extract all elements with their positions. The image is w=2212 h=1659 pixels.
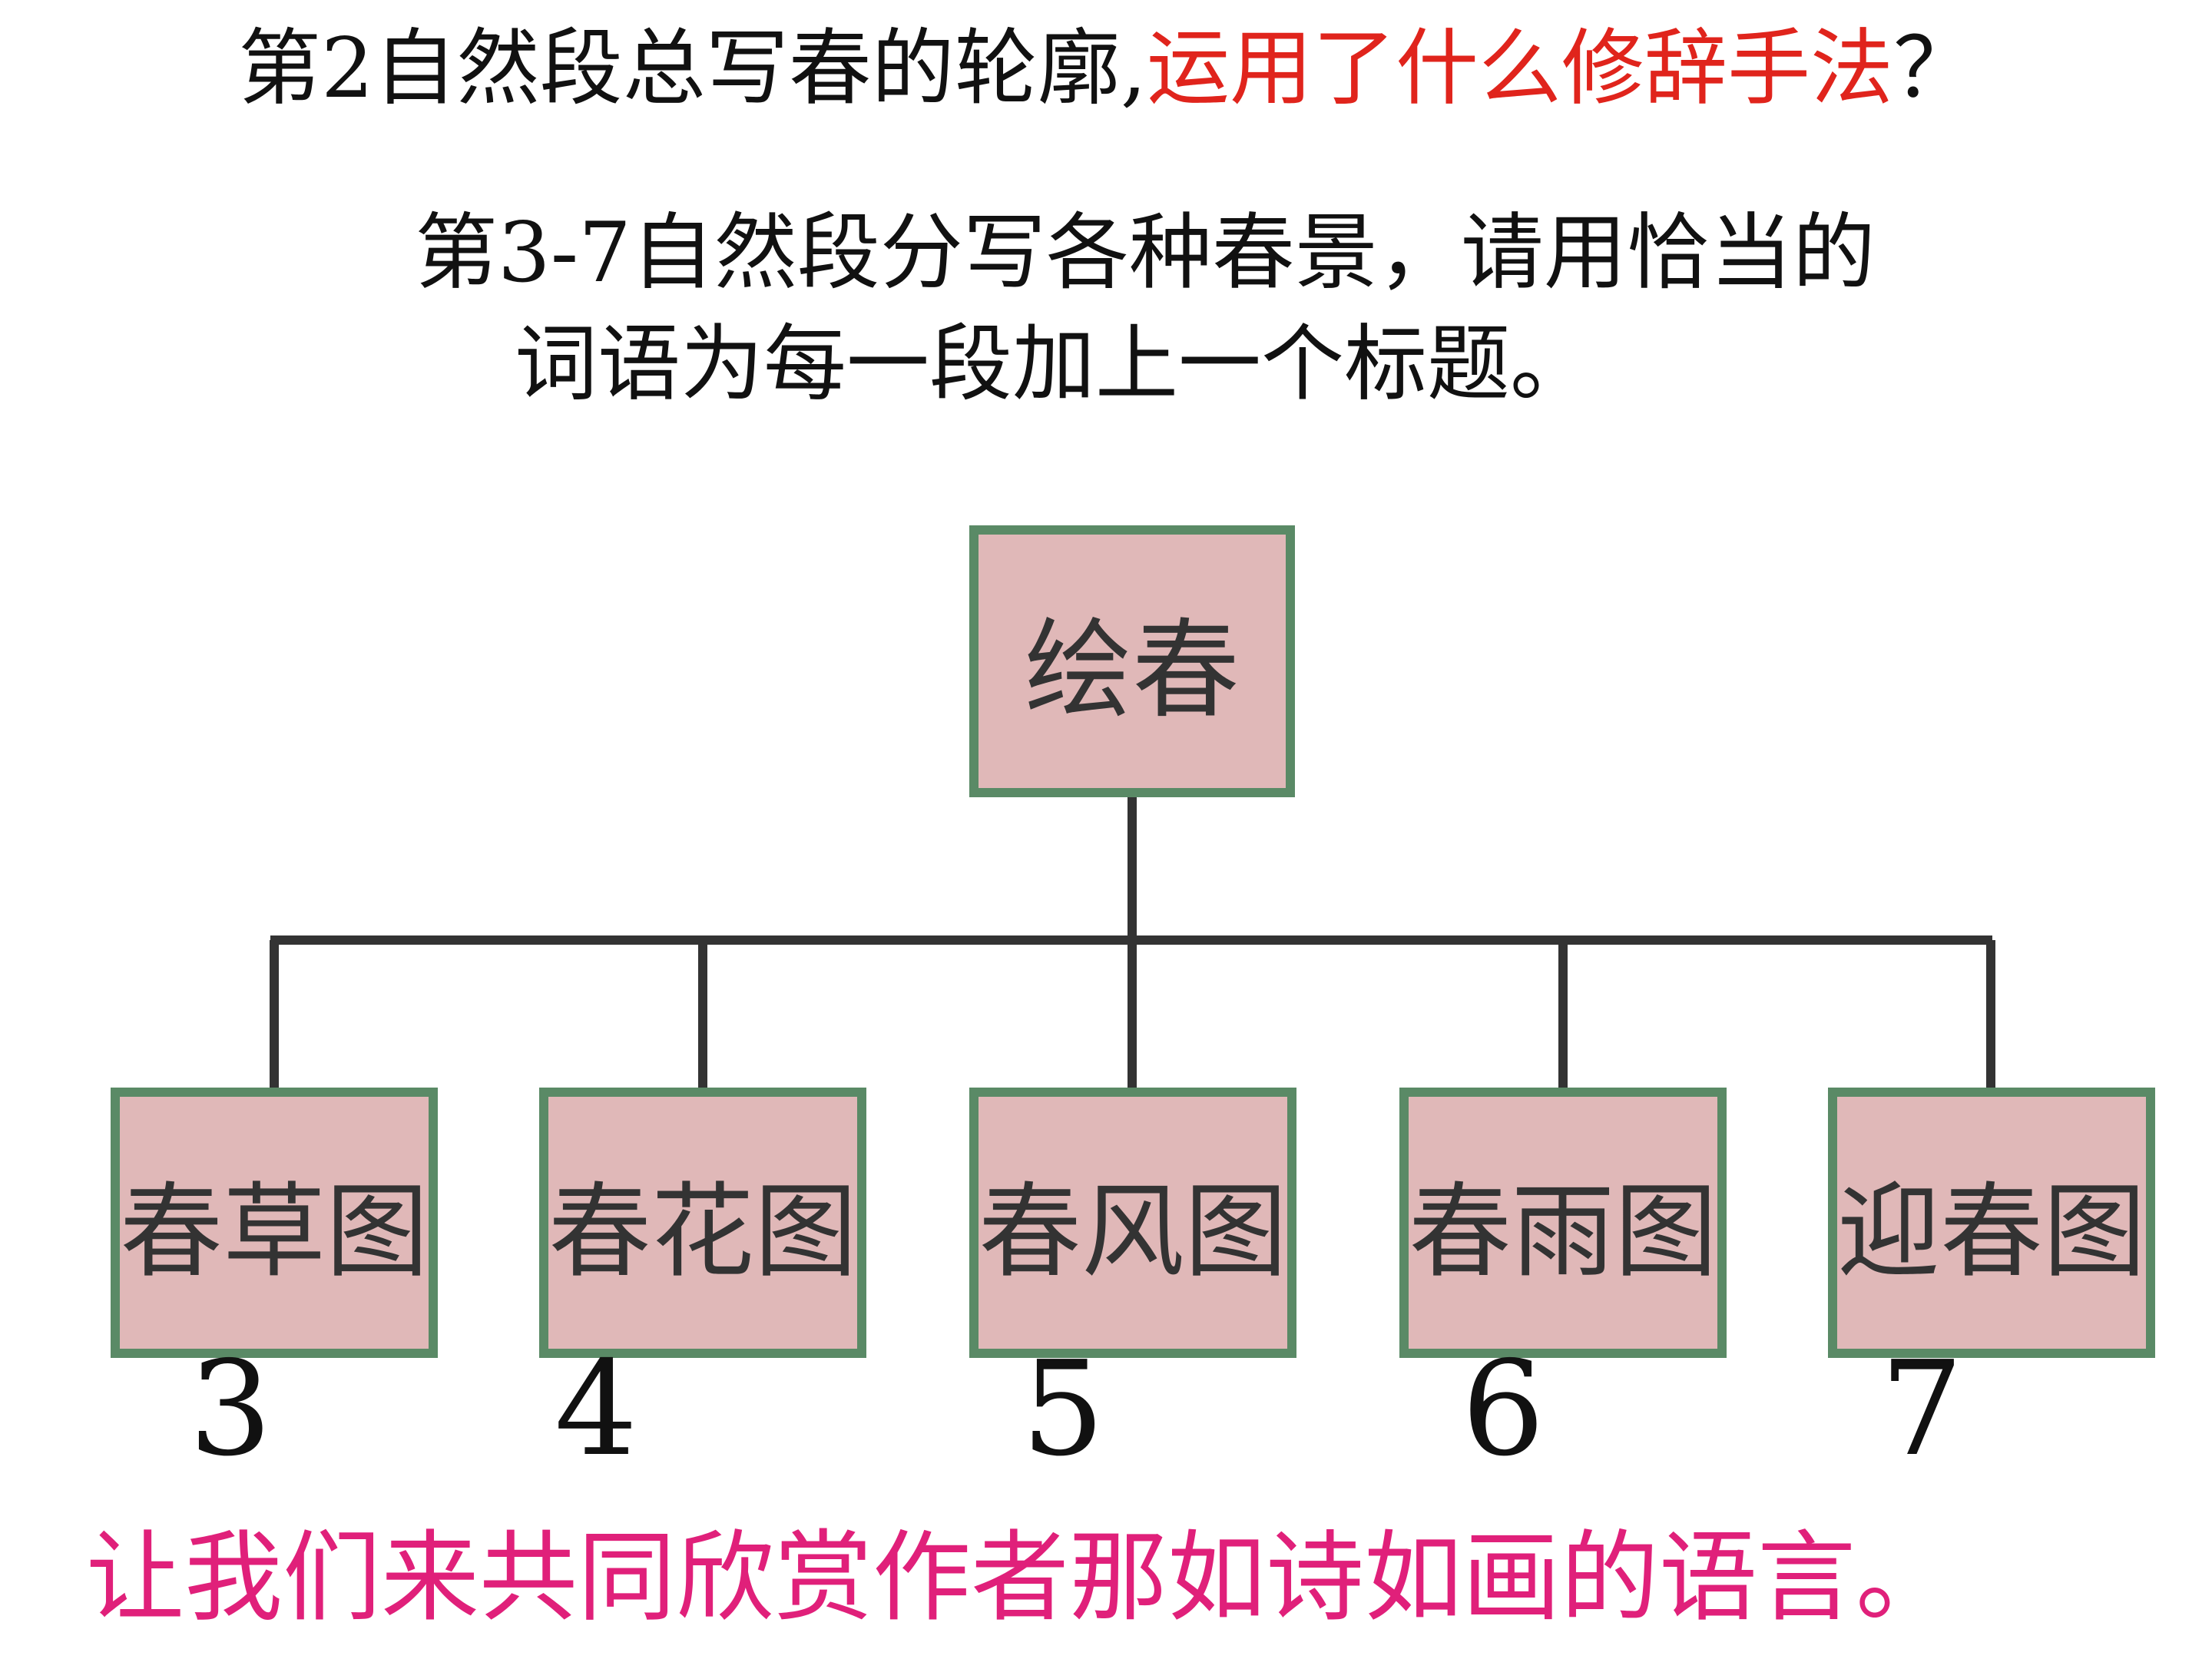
question-1: 第2自然段总写春的轮廓,运用了什么修辞手法？ <box>238 15 1976 123</box>
root-node: 绘春 <box>969 525 1295 797</box>
root-node-label: 绘春 <box>1024 608 1240 733</box>
question-1-mark: ？ <box>1893 21 1977 117</box>
child-node-spring-flowers: 春花图 <box>539 1088 866 1358</box>
paragraph-number: 6 <box>1462 1333 1545 1485</box>
child-node-spring-grass: 春草图 <box>111 1088 438 1358</box>
child-node-label: 春草图 <box>120 1172 429 1292</box>
paragraph-number: 5 <box>1022 1333 1105 1485</box>
question-2-line-1: 第3-7自然段分写各种春景，请用恰当的 <box>415 205 1876 301</box>
child-node-label: 迎春图 <box>1837 1172 2147 1292</box>
child-node-spring-wind: 春风图 <box>969 1088 1296 1358</box>
paragraph-number: 3 <box>189 1333 273 1485</box>
child-node-spring-rain: 春雨图 <box>1399 1088 1727 1358</box>
question-1-highlight: 运用了什么修辞手法 <box>1147 21 1894 117</box>
question-1-text: 第2自然段总写春的轮廓, <box>238 21 1147 117</box>
child-node-label: 春花图 <box>548 1172 858 1292</box>
paragraph-number: 7 <box>1880 1333 1964 1485</box>
child-node-label: 春雨图 <box>1409 1172 1718 1292</box>
child-node-welcome-spring: 迎春图 <box>1828 1088 2155 1358</box>
child-node-label: 春风图 <box>979 1172 1288 1292</box>
question-2-line-2: 词语为每一段加上一个标题。 <box>515 316 1594 412</box>
footer-prompt: 让我们来共同欣赏作者那如诗如画的语言。 <box>86 1521 1955 1635</box>
paragraph-number: 4 <box>555 1333 638 1485</box>
